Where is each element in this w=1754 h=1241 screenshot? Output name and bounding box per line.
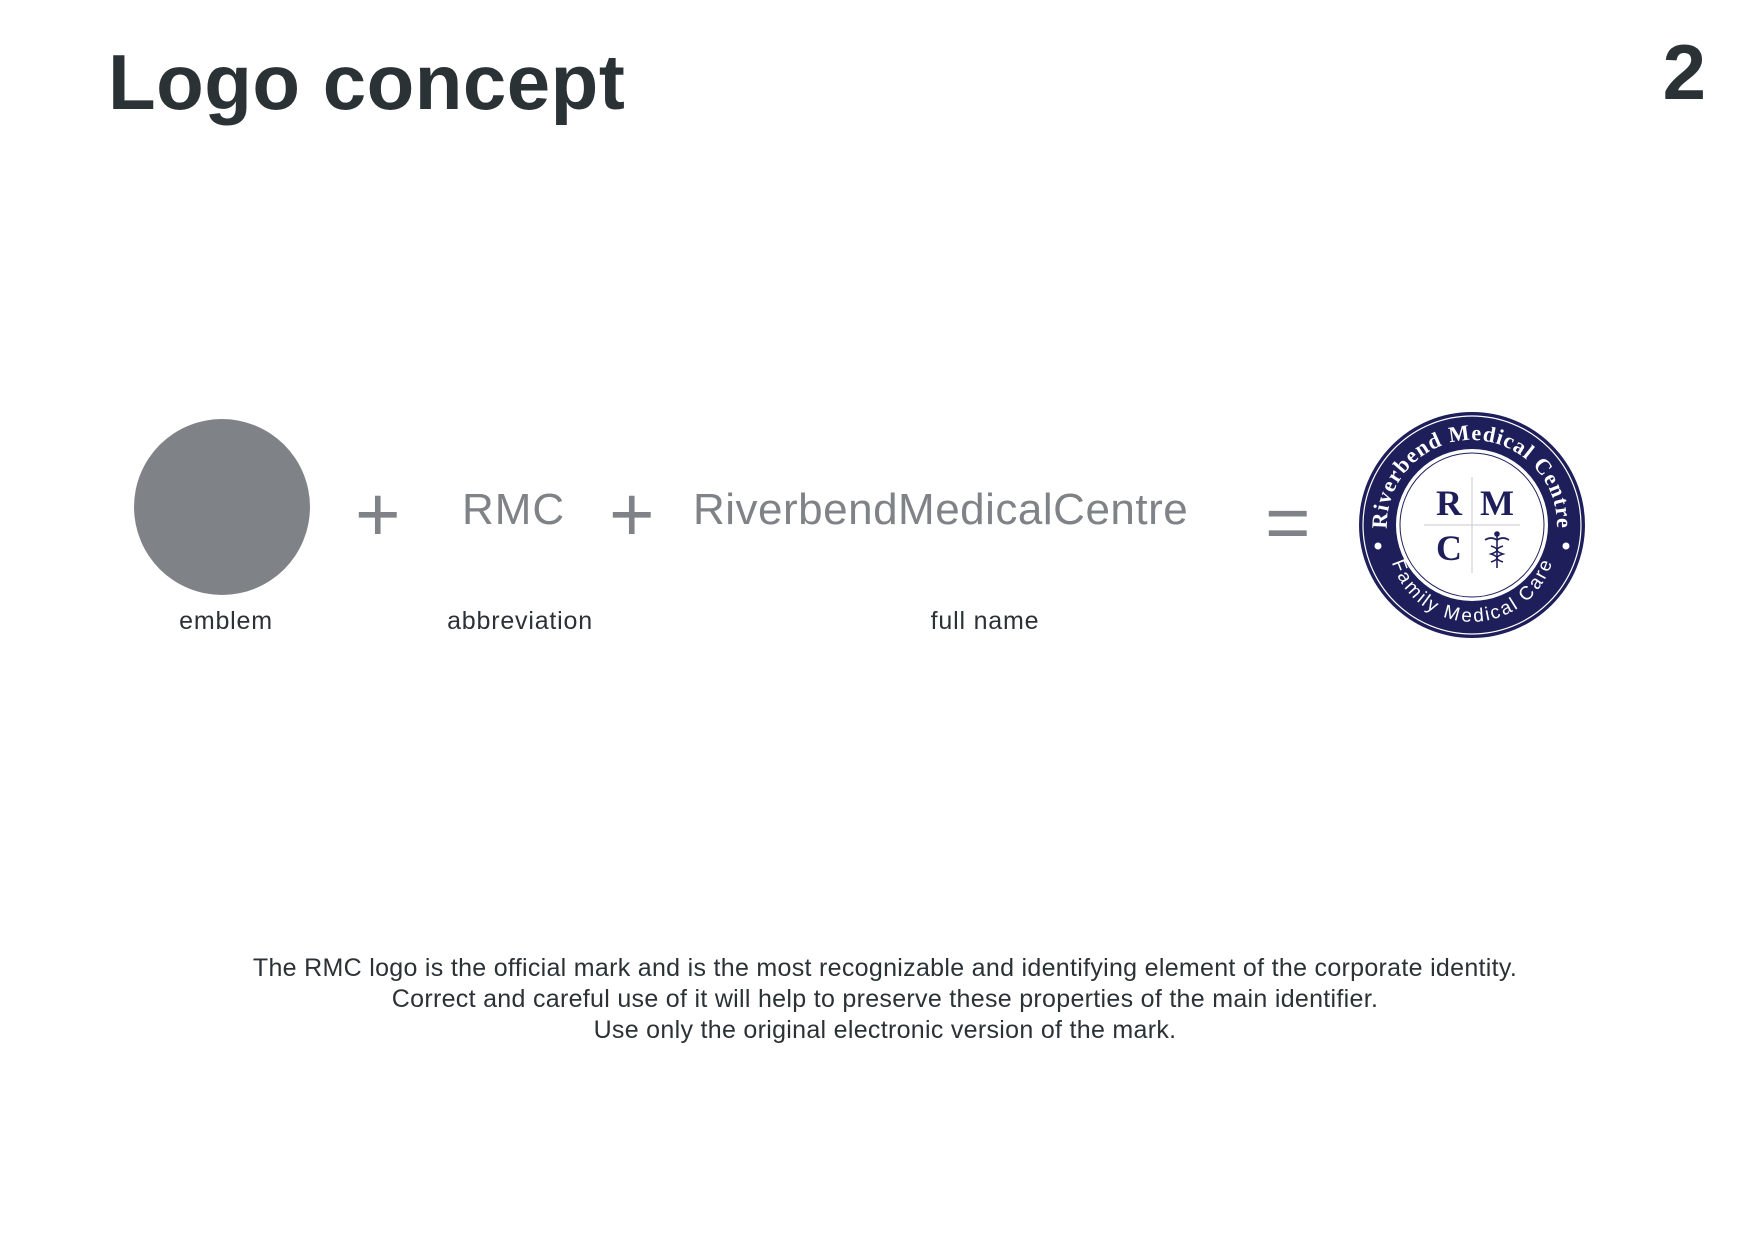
caduceus-icon xyxy=(1484,531,1510,568)
description-line: Correct and careful use of it will help … xyxy=(391,985,1379,1013)
emblem-placeholder-circle xyxy=(134,419,310,595)
caption-emblem: emblem xyxy=(179,607,273,635)
page-number: 2 xyxy=(1662,28,1706,116)
rmc-logo: Riverbend Medical Centre Family Medical … xyxy=(1359,412,1585,638)
description-line: The RMC logo is the official mark and is… xyxy=(252,954,1518,982)
plus-sign: + xyxy=(355,470,401,558)
page-title: Logo concept xyxy=(108,38,626,126)
logo-dot xyxy=(1562,542,1570,550)
logo-dot xyxy=(1374,542,1382,550)
description-text: The RMC logo is the official mark and is… xyxy=(120,953,1650,1046)
equals-sign: = xyxy=(1265,478,1311,566)
abbreviation-text: RMC xyxy=(462,485,566,534)
logo-letter-c: C xyxy=(1436,528,1462,568)
logo-letter-m: M xyxy=(1480,483,1514,523)
plus-sign: + xyxy=(609,470,655,558)
logo-letter-r: R xyxy=(1436,483,1463,523)
full-name-text: RiverbendMedicalCentre xyxy=(693,485,1189,534)
caption-abbreviation: abbreviation xyxy=(447,607,593,635)
caption-full-name: full name xyxy=(930,607,1040,635)
description-line: Use only the original electronic version… xyxy=(593,1016,1177,1044)
